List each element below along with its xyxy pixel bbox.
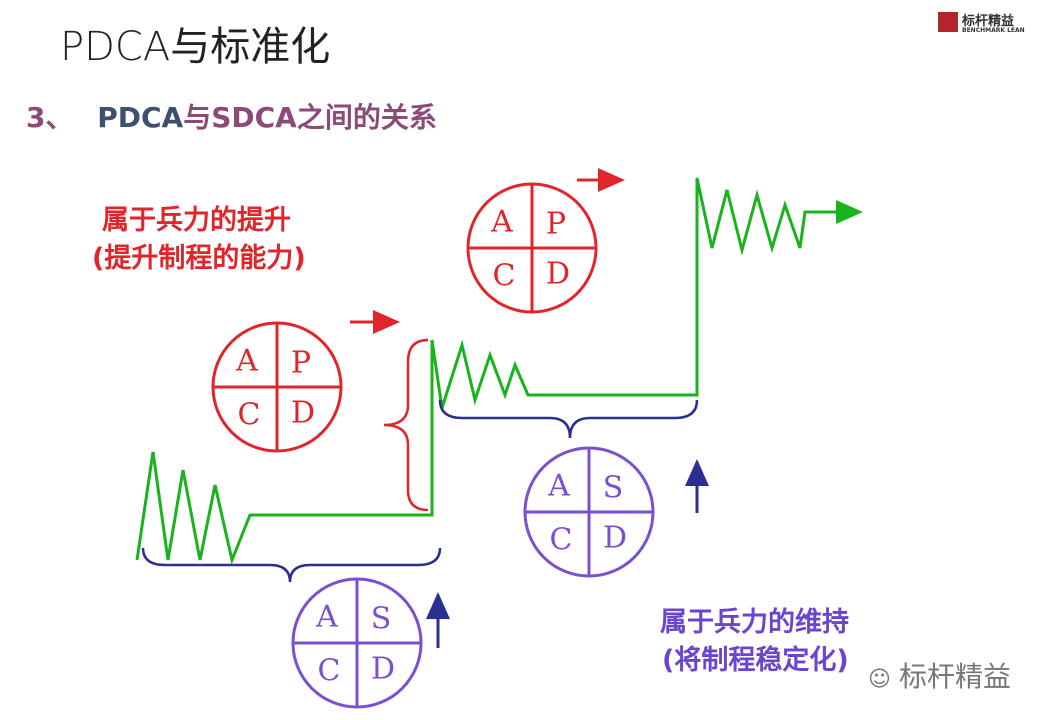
maintain-label-line2: (将制程稳定化) <box>662 645 849 676</box>
cycle-letter-d: D <box>603 521 627 556</box>
cycle-letter-a: A <box>235 344 258 379</box>
logo-sub: BENCHMARK LEAN <box>962 27 1025 34</box>
section-heading: 3、 PDCA与SDCA之间的关系 <box>26 96 437 136</box>
cycle-letter-d: D <box>291 396 315 431</box>
cycle-letter-a: A <box>490 205 513 240</box>
improve-label-line1: 属于兵力的提升 <box>102 205 291 236</box>
section-rest: 与SDCA之间的关系 <box>183 101 437 134</box>
cycle-letter-p: P <box>291 346 311 381</box>
logo-mark-icon <box>938 12 958 32</box>
watermark: ☺ 标杆精益 <box>868 655 1011 695</box>
cycle-letter-c: C <box>318 654 341 689</box>
logo-name: 标杆精益 <box>962 14 1015 29</box>
cycle-letter-c: C <box>493 259 516 294</box>
watermark-text: 标杆精益 <box>898 660 1011 693</box>
wechat-icon: ☺ <box>868 667 891 692</box>
cycle-letter-s: S <box>603 471 624 506</box>
upper-brace <box>438 399 699 439</box>
cycle-letter-d: D <box>546 257 570 292</box>
cycle-letter-c: C <box>238 398 261 433</box>
logo: 标杆精益 BENCHMARK LEAN <box>938 10 1028 38</box>
improvement-line <box>135 177 863 566</box>
cycle-letter-a: A <box>547 469 570 504</box>
cycle-letter-p: P <box>546 207 566 242</box>
maintain-label-line1: 属于兵力的维持 <box>660 607 849 638</box>
cycle-letter-d: D <box>371 652 395 687</box>
cycle-letter-a: A <box>315 600 338 635</box>
cycle-letter-s: S <box>371 602 392 637</box>
lower-brace <box>141 547 442 583</box>
section-pdca: PDCA <box>97 101 184 134</box>
step-brace <box>383 338 429 512</box>
section-number: 3、 <box>26 101 74 134</box>
page-title: PDCA与标准化 <box>60 24 331 70</box>
cycle-letter-c: C <box>550 523 573 558</box>
improve-label-line2: (提升制程的能力) <box>92 243 306 274</box>
